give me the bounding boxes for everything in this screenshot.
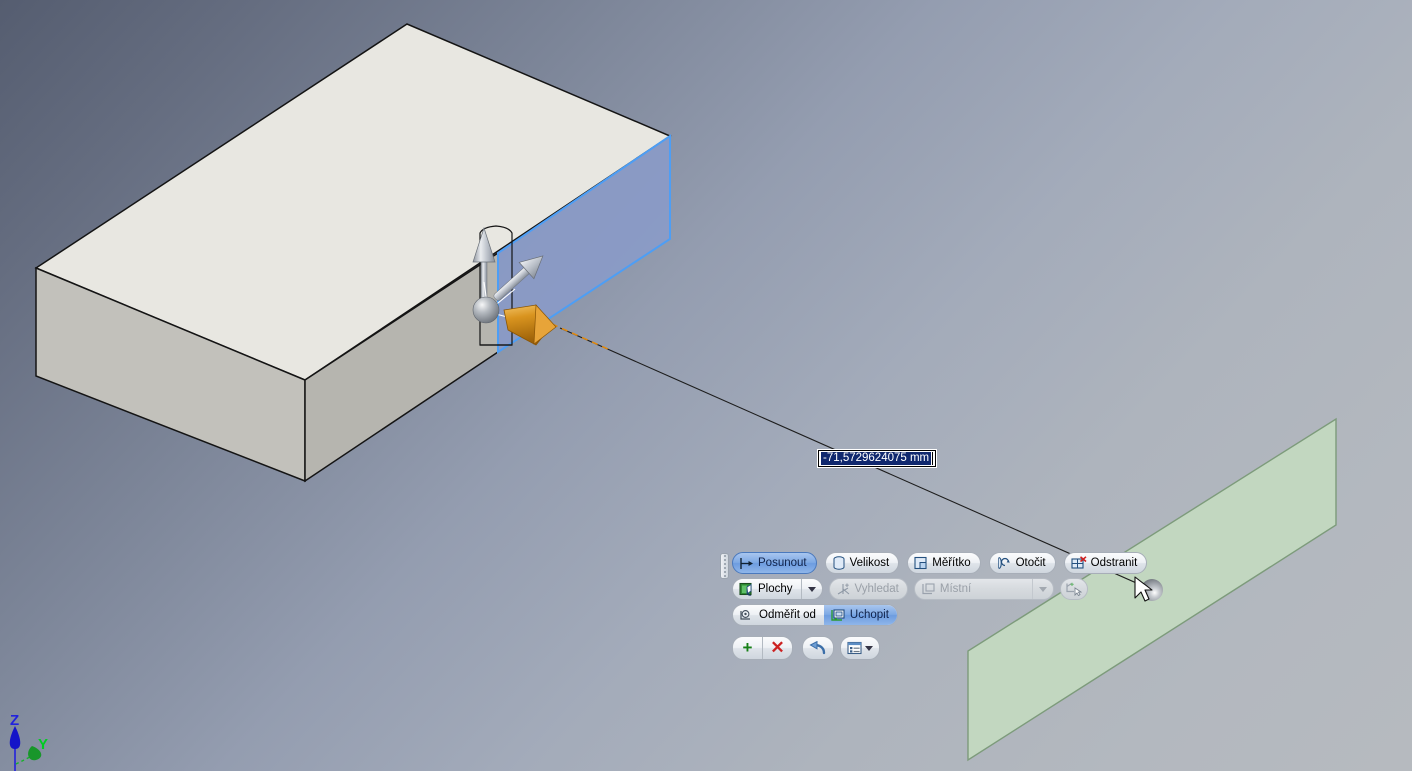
command-row-selection: Plochy [732, 578, 1147, 600]
pick-coordinate-system-button[interactable] [1059, 578, 1088, 600]
measure-from-label: Odměřit od [759, 609, 816, 621]
manipulator-origin-sphere[interactable] [472, 296, 500, 324]
pick-cs-icon [1065, 582, 1083, 597]
snap-button-label: Uchopit [849, 609, 889, 621]
local-cs-label: Místní [939, 583, 972, 595]
faces-icon [739, 582, 754, 596]
delete-icon [1071, 556, 1087, 570]
faces-selector[interactable]: Plochy [732, 578, 823, 600]
manipulator-axis-diagonal[interactable] [488, 248, 550, 307]
faces-button[interactable]: Plochy [733, 579, 801, 599]
delete-button-label: Odstranit [1090, 557, 1138, 569]
cancel-button[interactable]: ✕ [762, 637, 792, 659]
chevron-down-icon [807, 586, 816, 592]
rotate-button-label: Otočit [1015, 557, 1046, 569]
rotate-icon [996, 556, 1012, 570]
local-cs-icon [921, 582, 936, 596]
mouse-cursor-icon [1134, 576, 1153, 602]
undo-arrow-icon [808, 640, 828, 656]
text-caret [932, 451, 934, 465]
find-button[interactable]: Vyhledat [828, 578, 908, 600]
size-button[interactable]: Velikost [824, 552, 900, 574]
measure-from-button[interactable]: Odměřit od [733, 605, 824, 625]
axis-label-z: Z [10, 712, 20, 729]
options-list-icon [847, 641, 863, 655]
accept-cancel-group: + ✕ [732, 636, 793, 660]
floating-command-bar: Posunout Velikost [720, 552, 1148, 660]
selected-end-face[interactable] [497, 134, 671, 354]
command-row-actions: + ✕ [732, 636, 1147, 660]
scale-button-label: Měřítko [932, 557, 971, 569]
scale-button[interactable]: Měřítko [907, 552, 981, 574]
rotate-button[interactable]: Otočit [988, 552, 1056, 574]
delete-button[interactable]: Odstranit [1063, 552, 1148, 574]
measure-snap-group: Odměřit od Uchopit [732, 604, 898, 626]
faces-button-label: Plochy [758, 583, 793, 595]
size-icon [832, 556, 846, 570]
faces-dropdown-button[interactable] [800, 579, 822, 599]
manipulator-drag-arrow[interactable] [503, 304, 557, 346]
feature-notch-outline [479, 225, 513, 346]
command-row-transform: Posunout Velikost [732, 552, 1148, 574]
chevron-down-icon [865, 645, 873, 651]
dimension-value-text: -71,5729624075 mm [821, 451, 932, 465]
find-axis-icon [836, 582, 851, 596]
find-button-label: Vyhledat [854, 583, 899, 595]
move-button[interactable]: Posunout [732, 552, 817, 574]
move-button-label: Posunout [758, 557, 807, 569]
options-button[interactable] [840, 636, 880, 660]
local-cs-dropdown-button[interactable] [1031, 579, 1053, 599]
move-icon [739, 557, 754, 570]
local-cs-selector[interactable]: Místní [913, 578, 1054, 600]
accept-button[interactable]: + [742, 638, 753, 657]
axis-triad-icon [9, 726, 42, 771]
undo-button[interactable] [802, 636, 834, 660]
snap-icon [830, 608, 846, 622]
size-button-label: Velikost [849, 557, 890, 569]
measure-from-icon [739, 608, 755, 622]
snap-button[interactable]: Uchopit [823, 605, 897, 625]
dimension-value-input[interactable]: -71,5729624075 mm [818, 450, 937, 467]
axis-label-y: Y [38, 736, 49, 753]
chevron-down-icon [1038, 586, 1047, 592]
command-bar-drag-handle[interactable] [720, 553, 729, 579]
command-row-snap: Odměřit od Uchopit [732, 604, 1147, 626]
scale-icon [914, 556, 928, 570]
